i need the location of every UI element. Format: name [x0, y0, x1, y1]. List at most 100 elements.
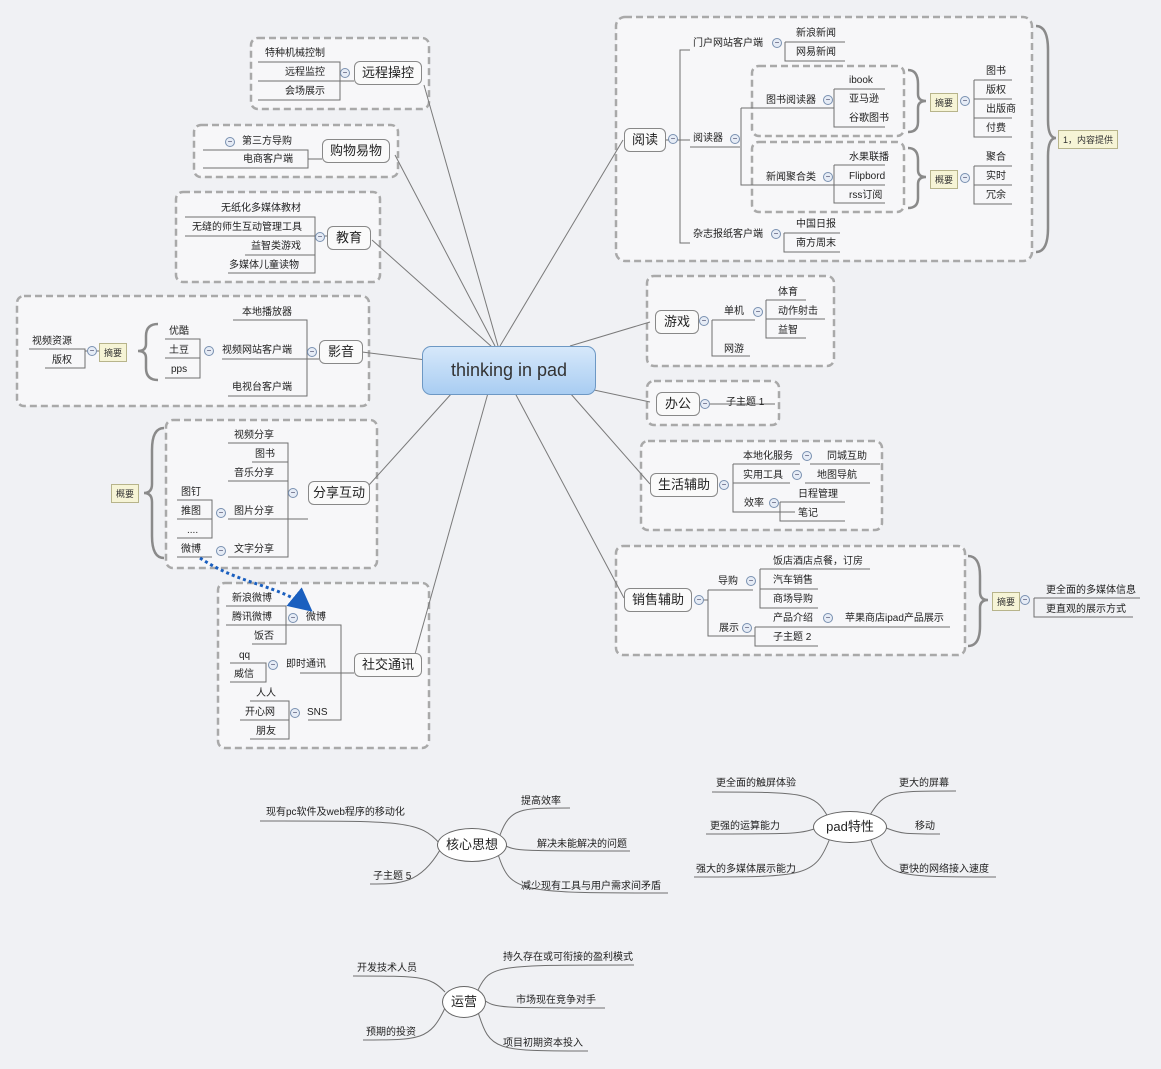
subtopic[interactable]: pps	[171, 364, 188, 375]
subtopic[interactable]: 日程管理	[798, 489, 838, 500]
subtopic[interactable]: 人人	[256, 688, 276, 699]
subtopic[interactable]: rss订阅	[849, 190, 883, 201]
subtopic[interactable]: 新闻聚合类	[766, 172, 816, 183]
subtopic[interactable]: 导购	[718, 576, 738, 587]
collapse-toggle[interactable]: −	[792, 470, 802, 480]
subtopic[interactable]: 图书	[986, 66, 1006, 77]
subtopic[interactable]: 阅读器	[693, 133, 723, 144]
subtopic[interactable]: 图片分享	[234, 506, 274, 517]
subtopic[interactable]: 门户网站客户端	[693, 38, 763, 49]
summary-label[interactable]: 概要	[111, 484, 140, 503]
subtopic[interactable]: ....	[187, 525, 199, 536]
subtopic[interactable]: 饭店酒店点餐，订房	[773, 556, 863, 567]
subtopic[interactable]: 音乐分享	[234, 468, 274, 479]
topic-shopping[interactable]: 购物易物	[322, 139, 390, 163]
subtopic[interactable]: 预期的投资	[366, 1027, 416, 1038]
subtopic[interactable]: 更全面的多媒体信息	[1046, 585, 1136, 596]
subtopic[interactable]: 南方周末	[796, 238, 836, 249]
subtopic[interactable]: 聚合	[986, 152, 1006, 163]
topic-reading[interactable]: 阅读	[624, 128, 666, 152]
summary-label[interactable]: 概要	[930, 170, 959, 189]
subtopic[interactable]: 动作射击	[778, 306, 818, 317]
subtopic[interactable]: 同城互助	[827, 451, 867, 462]
subtopic[interactable]: 移动	[915, 821, 935, 832]
subtopic[interactable]: 亚马逊	[849, 94, 879, 105]
subtopic[interactable]: 更直观的展示方式	[1046, 604, 1126, 615]
subtopic[interactable]: 本地播放器	[242, 307, 292, 318]
collapse-toggle[interactable]: −	[753, 307, 763, 317]
floating-topic-ops[interactable]: 运营	[442, 986, 486, 1018]
subtopic[interactable]: 更快的网络接入速度	[899, 864, 989, 875]
subtopic[interactable]: ibook	[849, 75, 873, 86]
collapse-toggle[interactable]: −	[699, 316, 709, 326]
subtopic[interactable]: 单机	[724, 306, 744, 317]
subtopic[interactable]: 更全面的触屏体验	[716, 778, 796, 789]
subtopic[interactable]: 更强的运算能力	[710, 821, 780, 832]
collapse-toggle[interactable]: −	[216, 546, 226, 556]
collapse-toggle[interactable]: −	[1020, 595, 1030, 605]
topic-share[interactable]: 分享互动	[308, 481, 370, 505]
subtopic[interactable]: 视频网站客户端	[222, 345, 292, 356]
subtopic[interactable]: 子主题 5	[373, 871, 412, 882]
subtopic[interactable]: 商场导购	[773, 594, 813, 605]
topic-game[interactable]: 游戏	[655, 310, 699, 334]
collapse-toggle[interactable]: −	[288, 613, 298, 623]
collapse-toggle[interactable]: −	[772, 38, 782, 48]
collapse-toggle[interactable]: −	[204, 346, 214, 356]
collapse-toggle[interactable]: −	[340, 68, 350, 78]
subtopic[interactable]: 推图	[181, 506, 201, 517]
subtopic[interactable]: 提高效率	[521, 796, 561, 807]
subtopic[interactable]: 持久存在或可衔接的盈利模式	[503, 952, 633, 963]
subtopic[interactable]: 展示	[719, 623, 739, 634]
subtopic[interactable]: 即时通讯	[286, 659, 326, 670]
subtopic[interactable]: 威信	[234, 669, 254, 680]
topic-life[interactable]: 生活辅助	[650, 473, 718, 497]
floating-topic-pad[interactable]: pad特性	[813, 811, 887, 843]
subtopic[interactable]: 效率	[744, 498, 764, 509]
subtopic[interactable]: 子主题 2	[773, 632, 812, 643]
subtopic[interactable]: 益智	[778, 325, 798, 336]
subtopic[interactable]: 图书	[255, 449, 275, 460]
collapse-toggle[interactable]: −	[746, 576, 756, 586]
subtopic[interactable]: 电视台客户端	[232, 382, 292, 393]
collapse-toggle[interactable]: −	[216, 508, 226, 518]
collapse-toggle[interactable]: −	[771, 229, 781, 239]
subtopic[interactable]: 版权	[986, 85, 1006, 96]
topic-remote[interactable]: 远程操控	[354, 61, 422, 85]
subtopic[interactable]: 水果联播	[849, 152, 889, 163]
summary-label[interactable]: 摘要	[992, 592, 1021, 611]
subtopic[interactable]: 益智类游戏	[251, 241, 301, 252]
subtopic[interactable]: Flipbord	[849, 171, 886, 182]
collapse-toggle[interactable]: −	[290, 708, 300, 718]
subtopic[interactable]: 会场展示	[285, 86, 325, 97]
subtopic[interactable]: 远程监控	[285, 67, 325, 78]
topic-education[interactable]: 教育	[327, 226, 371, 250]
subtopic[interactable]: 图钉	[181, 487, 201, 498]
collapse-toggle[interactable]: −	[960, 96, 970, 106]
subtopic[interactable]: 杂志报纸客户端	[693, 229, 763, 240]
subtopic[interactable]: 第三方导购	[242, 136, 292, 147]
subtopic[interactable]: 汽车销售	[773, 575, 813, 586]
collapse-toggle[interactable]: −	[823, 613, 833, 623]
subtopic[interactable]: 减少现有工具与用户需求间矛盾	[521, 881, 661, 892]
subtopic[interactable]: 谷歌图书	[849, 113, 889, 124]
subtopic[interactable]: 中国日报	[796, 219, 836, 230]
subtopic[interactable]: 出版商	[986, 104, 1016, 115]
topic-social[interactable]: 社交通讯	[354, 653, 422, 677]
subtopic[interactable]: 更大的屏幕	[899, 778, 949, 789]
topic-sales[interactable]: 销售辅助	[624, 588, 692, 612]
subtopic[interactable]: 实用工具	[743, 470, 783, 481]
subtopic[interactable]: 地图导航	[817, 470, 857, 481]
subtopic[interactable]: 本地化服务	[743, 451, 793, 462]
subtopic[interactable]: 电商客户端	[243, 154, 293, 165]
summary-label[interactable]: 摘要	[99, 343, 128, 362]
collapse-toggle[interactable]: −	[802, 451, 812, 461]
subtopic[interactable]: 开心网	[245, 707, 275, 718]
collapse-toggle[interactable]: −	[268, 660, 278, 670]
collapse-toggle[interactable]: −	[769, 498, 779, 508]
collapse-toggle[interactable]: −	[719, 480, 729, 490]
subtopic[interactable]: 微博	[181, 544, 201, 555]
subtopic[interactable]: 微博	[306, 612, 326, 623]
topic-media[interactable]: 影音	[319, 340, 363, 364]
collapse-toggle[interactable]: −	[823, 95, 833, 105]
